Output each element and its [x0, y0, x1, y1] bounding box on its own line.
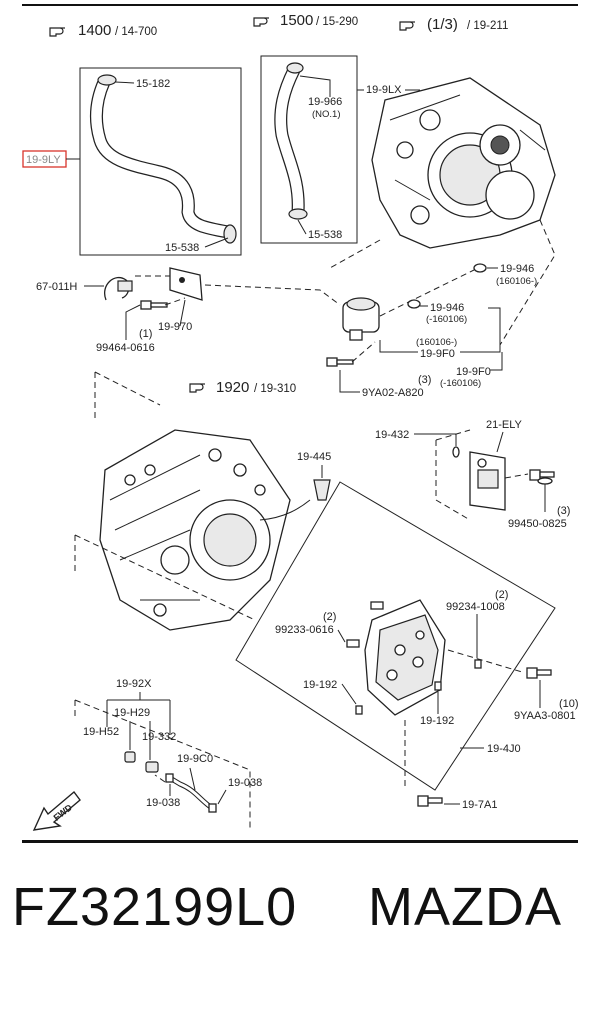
bolt-9yaa3[interactable] [526, 667, 552, 679]
label-qty-3b: (3) [557, 505, 570, 517]
top-rule [22, 4, 578, 6]
label-19-192-b[interactable]: 19-192 [420, 715, 454, 727]
label-160106-a: (160106-) [496, 276, 537, 287]
label-qty-1: (1) [139, 328, 152, 340]
bracket-19-970[interactable] [169, 267, 203, 301]
label-19-9lx[interactable]: 19-9LX [366, 84, 402, 96]
label-160106-b: (-160106) [426, 314, 467, 325]
label-99464[interactable]: 99464-0616 [96, 342, 155, 354]
bolt-19-7a1[interactable] [417, 795, 443, 807]
label-19-445[interactable]: 19-445 [297, 451, 331, 463]
hose-19-9ly[interactable] [90, 74, 237, 244]
label-15-538[interactable]: 15-538 [165, 242, 199, 254]
label-19-970[interactable]: 19-970 [158, 321, 192, 333]
bolt-99450[interactable] [529, 469, 555, 485]
valve-body-19-4j0[interactable] [364, 599, 446, 716]
label-67-011h[interactable]: 67-011H [36, 281, 77, 293]
group-ref-1-3[interactable]: (1/3) / 19-211 [399, 16, 508, 33]
label-qty-3a: (3) [418, 374, 431, 386]
o-ring-19-432[interactable] [452, 446, 460, 458]
footer: FZ32199L0 MAZDA [0, 880, 600, 990]
hand-pointer-icon [49, 27, 65, 37]
group-ref-number: 1920 [216, 379, 249, 396]
group-ref-number: 1400 [78, 22, 111, 39]
o-ring-lower[interactable] [407, 299, 421, 309]
fitting-19-h52[interactable] [124, 751, 136, 763]
hose-19-966[interactable] [274, 62, 308, 220]
group-ref-1920[interactable]: 1920 / 19-310 [189, 379, 296, 396]
label-21-ely[interactable]: 21-ELY [486, 419, 523, 431]
label-19-038-b[interactable]: 19-038 [228, 777, 262, 789]
label-19-9f0-a[interactable]: 19-9F0 [420, 348, 455, 360]
group-ref-sub: / 19-211 [467, 20, 508, 32]
label-19-192-a[interactable]: 19-192 [303, 679, 337, 691]
pin-19-192-a[interactable] [355, 705, 363, 715]
label-qty-10: (10) [559, 698, 579, 710]
sensor-19-9f0[interactable] [342, 297, 380, 341]
label-160106-c: (160106-) [416, 337, 457, 348]
group-ref-1400[interactable]: 1400 / 14-700 [49, 22, 157, 39]
label-19-946-a[interactable]: 19-946 [500, 263, 534, 275]
hand-pointer-icon [189, 383, 205, 393]
group-ref-number: 1500 [280, 12, 313, 29]
label-qty-2b: (2) [323, 611, 336, 623]
label-qty-2a: (2) [495, 589, 508, 601]
label-99450[interactable]: 99450-0825 [508, 518, 567, 530]
group-ref-sub: / 15-290 [316, 16, 358, 28]
hand-pointer-icon [253, 17, 269, 27]
label-no1: (NO.1) [312, 109, 341, 120]
label-19-h29[interactable]: 19-H29 [114, 707, 150, 719]
label-19-946-b[interactable]: 19-946 [430, 302, 464, 314]
label-99234[interactable]: 99234-1008 [446, 601, 505, 613]
hose-box-left [79, 67, 242, 256]
label-9ya02[interactable]: 9YA02-A820 [362, 387, 424, 399]
label-99233[interactable]: 99233-0616 [275, 624, 334, 636]
group-ref-1500[interactable]: 1500 / 15-290 [253, 12, 358, 29]
transmission-case-upper[interactable] [371, 77, 556, 249]
clamp-67-011h[interactable] [104, 276, 133, 301]
label-9yaa3[interactable]: 9YAA3-0801 [514, 710, 576, 722]
label-19-9ly[interactable]: 19-9LY [26, 154, 61, 166]
bolt-9ya02[interactable] [326, 357, 354, 367]
label-19-7a1[interactable]: 19-7A1 [462, 799, 497, 811]
valve-21-ely[interactable] [469, 451, 506, 511]
label-19-9c0[interactable]: 19-9C0 [177, 753, 213, 765]
label-19-9f0-b[interactable]: 19-9F0 [456, 366, 491, 378]
hand-pointer-icon [399, 21, 415, 31]
brand-name: MAZDA [368, 877, 562, 937]
label-19-966[interactable]: 19-966 [308, 96, 342, 108]
label-19-4j0[interactable]: 19-4J0 [487, 743, 521, 755]
label-19-h52[interactable]: 19-H52 [83, 726, 119, 738]
plug-99234[interactable] [474, 659, 482, 669]
fitting-19-332[interactable] [145, 761, 159, 773]
label-19-332[interactable]: 19-332 [142, 731, 176, 743]
forward-arrow-icon: FWD [32, 790, 81, 831]
label-19-432[interactable]: 19-432 [375, 429, 409, 441]
group-ref-sub: / 14-700 [115, 26, 157, 38]
o-ring-upper[interactable] [473, 263, 487, 273]
label-160106-d: (-160106) [440, 378, 481, 389]
bolt-99233-a[interactable] [370, 601, 384, 610]
part-number: FZ32199L0 [12, 877, 298, 937]
bolt-99233-b[interactable] [346, 639, 360, 648]
label-19-92x[interactable]: 19-92X [116, 678, 152, 690]
group-ref-number: (1/3) [427, 16, 458, 33]
connector-19-445[interactable] [313, 479, 331, 501]
hose-box-mid [260, 55, 358, 244]
hose-19-9c0[interactable] [165, 773, 217, 813]
transmission-housing-lower[interactable] [99, 429, 311, 631]
label-15-538-b[interactable]: 15-538 [308, 229, 342, 241]
footer-rule [22, 840, 578, 843]
group-ref-sub: / 19-310 [254, 383, 296, 395]
label-19-038-a[interactable]: 19-038 [146, 797, 180, 809]
bolt-99464[interactable] [140, 300, 168, 310]
label-15-182[interactable]: 15-182 [136, 78, 170, 90]
pin-19-192-b[interactable] [434, 681, 442, 691]
